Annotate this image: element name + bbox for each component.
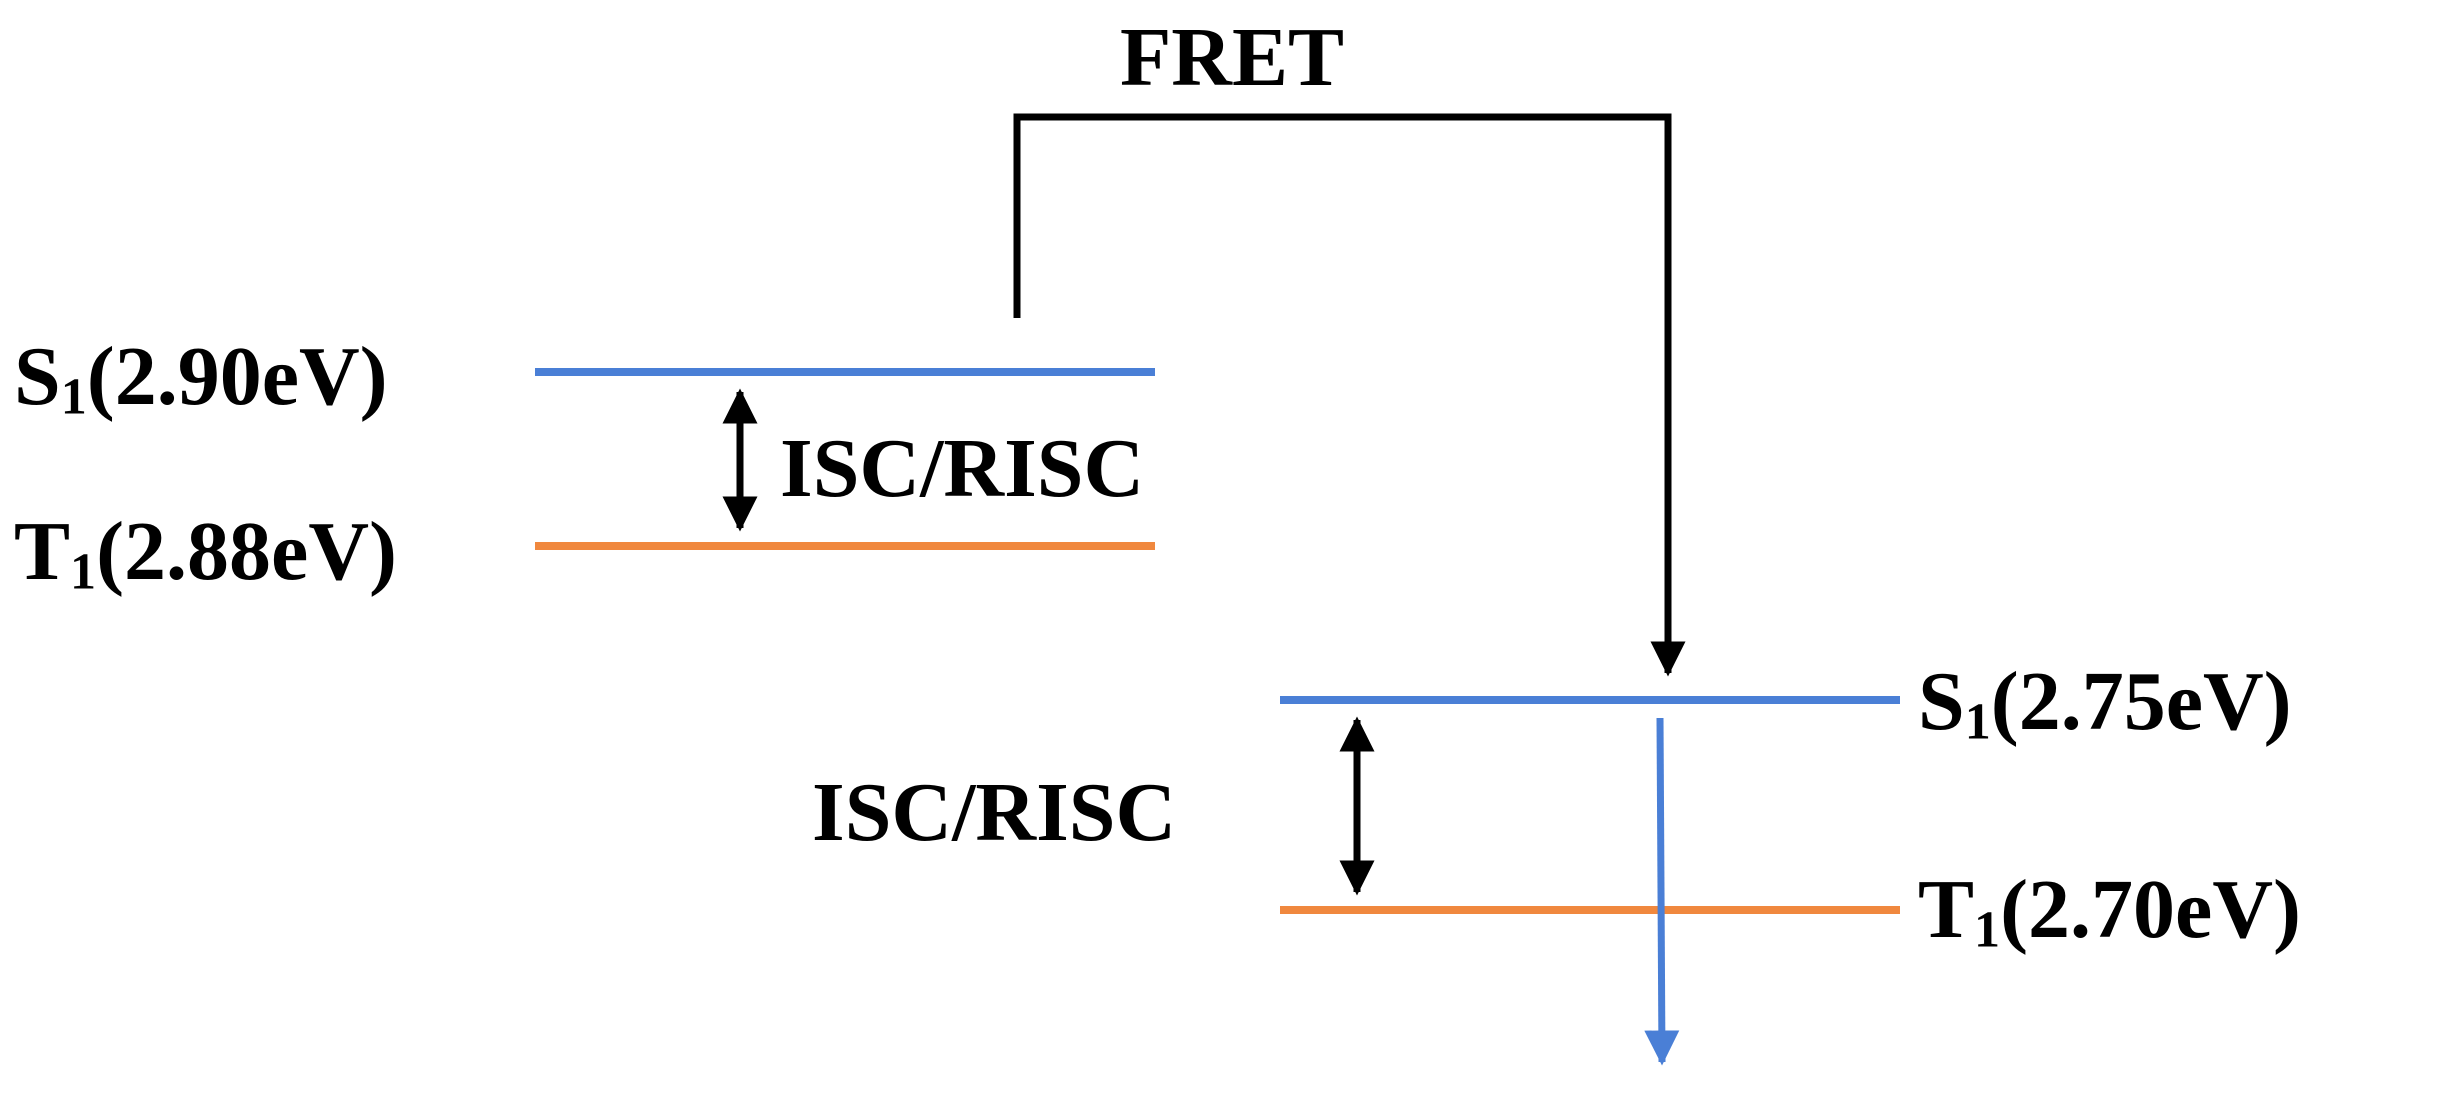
acceptor-isc-risc-label: ISC/RISC [812,766,1177,859]
donor-t1-label: T1(2.88eV) [14,510,397,598]
acceptor-s1-energy: (2.75eV) [1990,655,2292,748]
donor-isc-risc-label: ISC/RISC [780,422,1145,515]
donor-t1-energy: (2.88eV) [96,505,397,598]
fret-label: FRET [1120,11,1345,104]
donor-t1-symbol: T [14,505,71,598]
donor-s1-label: S1(2.90eV) [14,335,388,423]
acceptor-s1-label: S1(2.75eV) [1918,660,2292,748]
fret-arrow [1013,113,1686,677]
emission-arrow [1644,717,1680,1066]
donor-s1-subscript: 1 [60,368,87,426]
acceptor-t1-label: T1(2.70eV) [1918,868,2301,956]
donor-t1-subscript: 1 [70,543,97,601]
acceptor-t1-symbol: T [1918,863,1975,956]
donor-s1-symbol: S [14,330,61,423]
acceptor-t1-subscript: 1 [1974,901,2001,959]
acceptor-s1-symbol: S [1918,655,1965,748]
acceptor-t1-energy: (2.70eV) [2000,863,2301,956]
acceptor-s1-subscript: 1 [1964,693,1991,751]
donor-s1-energy: (2.90eV) [86,330,388,423]
